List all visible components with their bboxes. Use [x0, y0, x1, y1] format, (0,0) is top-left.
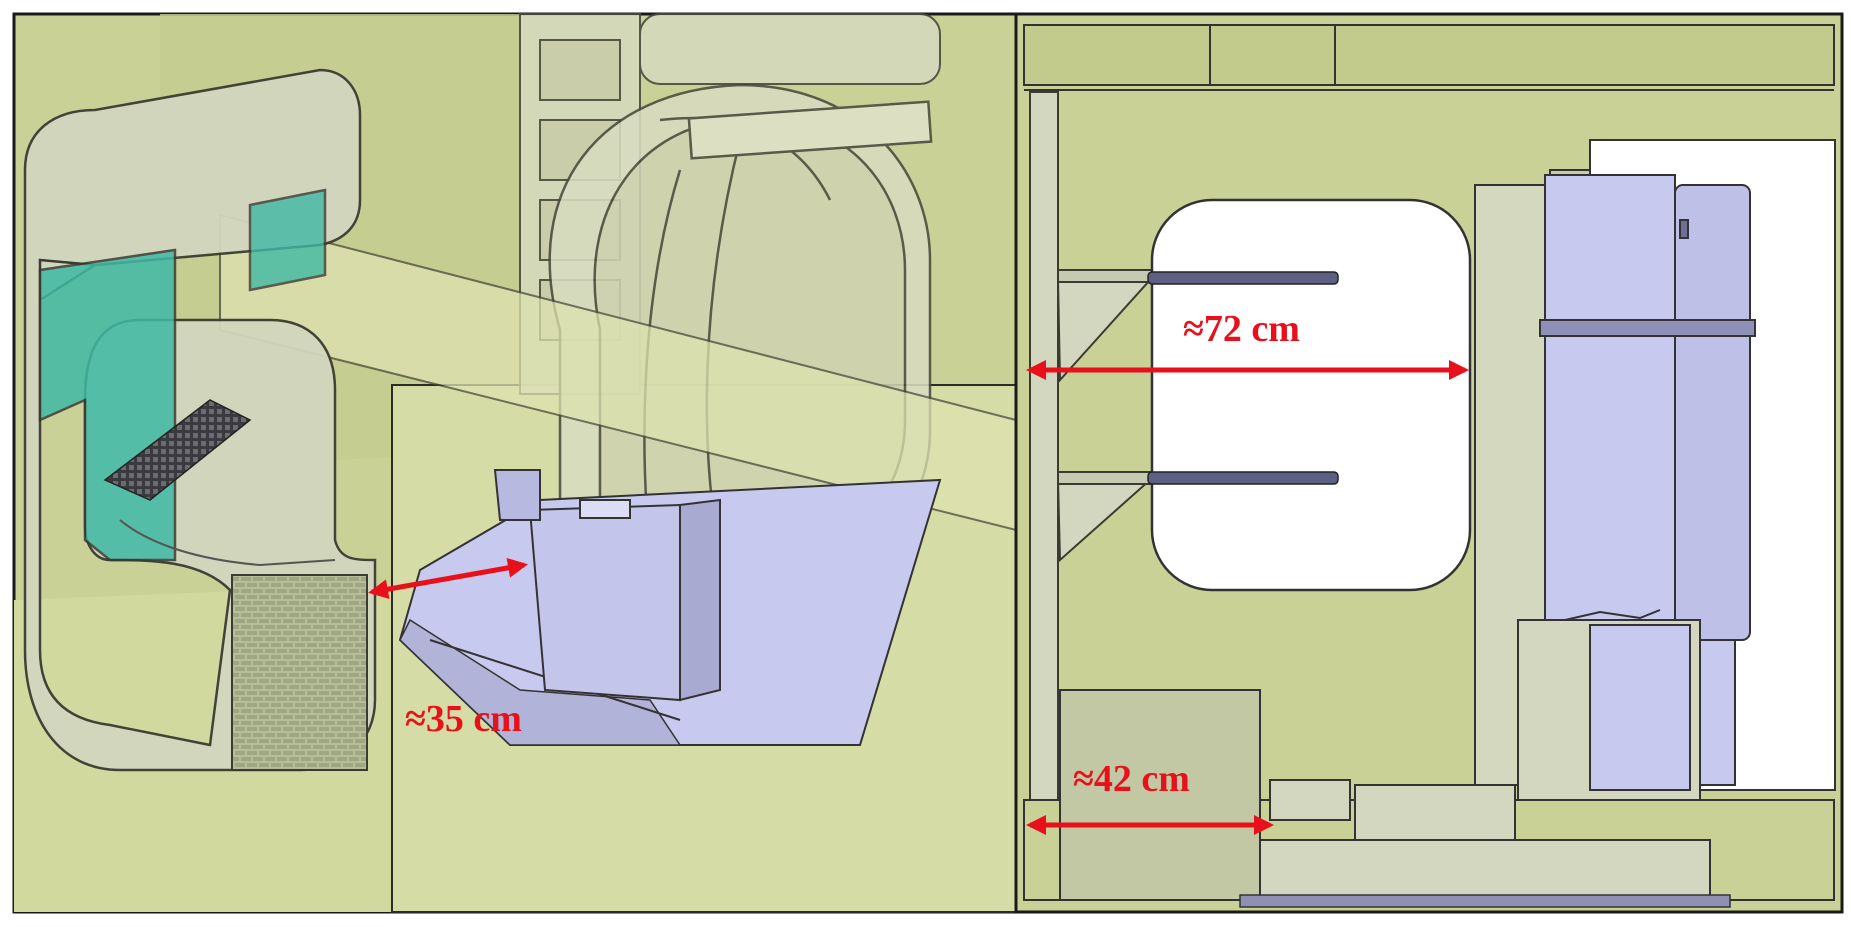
couch-block-plan [1517, 609, 1701, 831]
console-cabinet [23, 68, 377, 772]
rod-lower [1147, 471, 1339, 485]
right-panel-plan-view [1014, 12, 1844, 914]
base-stand [1269, 779, 1351, 821]
vent-grill [231, 574, 368, 771]
couch-rail [399, 618, 682, 746]
side-window [248, 188, 327, 292]
keyboard [103, 399, 252, 501]
dimension-arrow-35 [368, 557, 528, 600]
bore-opening [1150, 198, 1472, 592]
rod-upper [1147, 271, 1339, 285]
dimension-label-42cm: ≈42 cm [1073, 758, 1190, 800]
left-panel-3d-view [12, 12, 1018, 914]
top-wall-band [1023, 24, 1835, 86]
left-wall-structure [1029, 91, 1159, 893]
lower-step [1059, 689, 1261, 901]
patient-block [493, 469, 721, 702]
dimension-label-72cm: ≈72 cm [1183, 308, 1300, 350]
dimension-label-35cm: ≈35 cm [405, 698, 522, 740]
